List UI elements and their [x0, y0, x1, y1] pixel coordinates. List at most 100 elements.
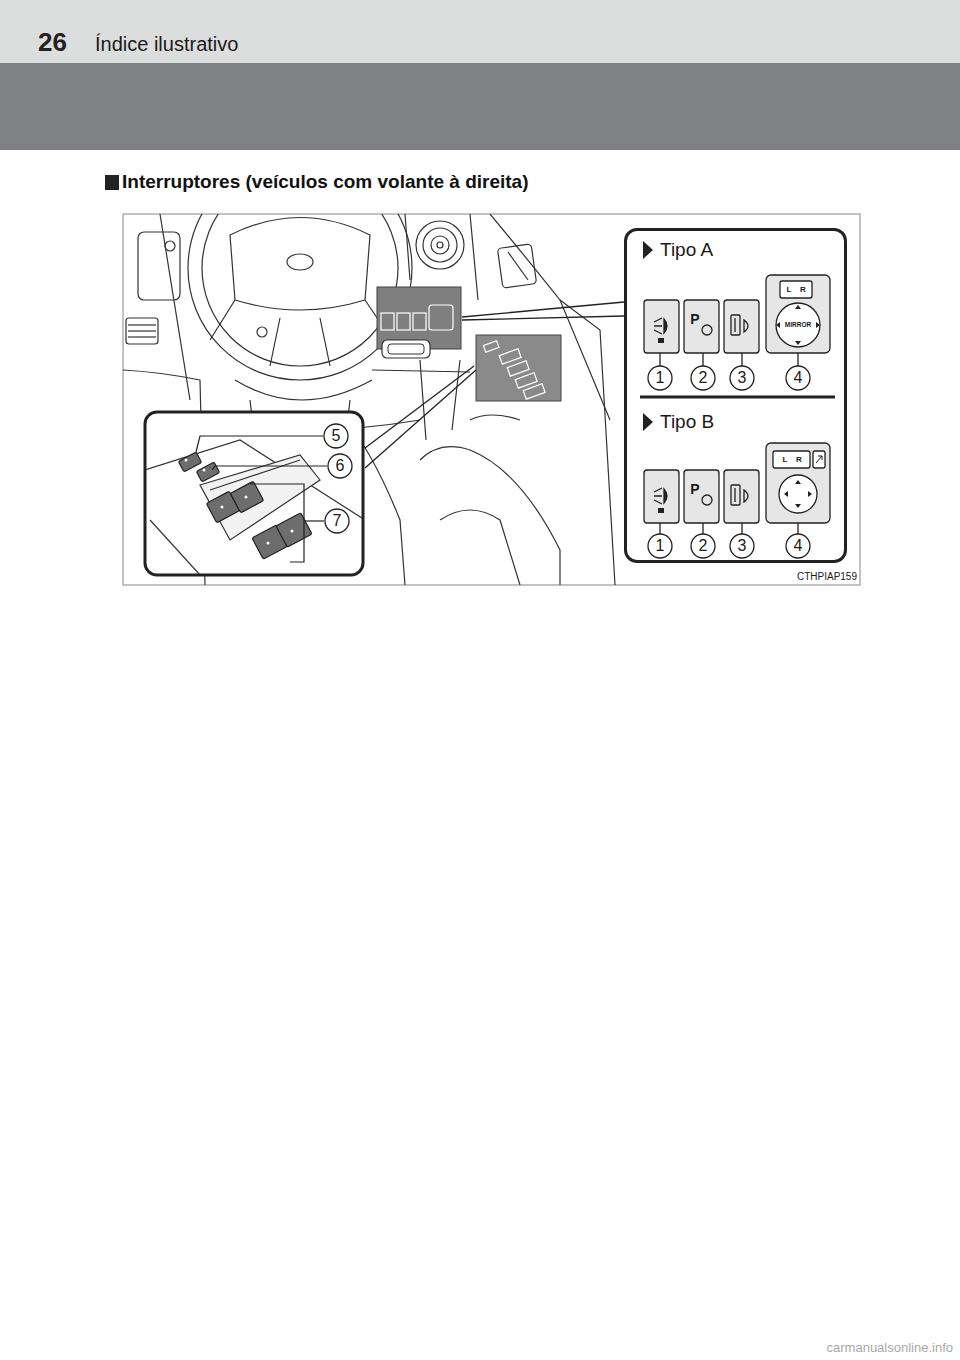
callout-circle: [730, 366, 754, 390]
mirror-label: MIRROR: [785, 322, 811, 329]
leader-line: [212, 466, 327, 470]
page-number: 26: [38, 29, 67, 55]
button-letter: P: [690, 482, 699, 496]
switch-buttons-b: [816, 456, 822, 463]
switch-buttons-a: [654, 318, 662, 334]
leader-line: [196, 436, 327, 562]
switch-buttons-a: [684, 300, 719, 353]
dashboard-drawing: [128, 324, 156, 325]
switch-buttons-b: [702, 495, 712, 505]
switch-buttons-b: [724, 470, 759, 523]
switch-cluster: [429, 305, 453, 330]
switch-buttons-a: [644, 300, 679, 353]
switch-buttons-b: [664, 489, 667, 503]
leader-line: [304, 520, 324, 521]
leader-line: [462, 316, 624, 320]
type-heading: Tipo B: [660, 412, 836, 433]
switch-buttons-a: [776, 305, 820, 345]
callout-number: 2: [699, 538, 708, 554]
switch-cluster: [381, 313, 394, 330]
window-switch-area: [515, 373, 537, 388]
dashboard-drawing: [420, 447, 560, 585]
callout-circle: [324, 353, 810, 558]
callout-circle: [328, 454, 352, 478]
callout-number: 1: [656, 538, 665, 554]
callout-number: 3: [738, 538, 747, 554]
switch-buttons-a: [731, 315, 740, 335]
callout-number: 5: [332, 428, 341, 444]
inset-outline: [145, 412, 363, 575]
callout-circle: [324, 424, 348, 448]
switch-buttons-b: [644, 470, 679, 523]
switch-buttons-b: [779, 475, 817, 513]
section-heading: Interruptores (veículos com volante à di…: [122, 172, 529, 193]
dashboard-drawing: [128, 336, 156, 337]
dashboard-drawing: [126, 318, 158, 344]
mirror-side-letter: R: [800, 286, 806, 294]
switch-buttons-a: [780, 281, 812, 298]
header-band: [0, 0, 960, 63]
switch-buttons-b: [734, 488, 735, 502]
callout-number: 3: [738, 370, 747, 386]
dashboard-drawing: [497, 244, 536, 288]
switch-buttons-b: [654, 488, 662, 504]
switch-buttons-b: [684, 470, 719, 523]
dashboard-drawing: [257, 327, 267, 337]
dashboard-drawing: [470, 415, 520, 420]
window-switch-panel: [267, 542, 270, 545]
dashboard-drawing: [437, 242, 443, 248]
window-switch-panel: [150, 520, 200, 575]
type-panel: Tipo ATipo B: [624, 228, 847, 563]
switch-buttons-b: [658, 508, 664, 513]
callout-circle: [797, 523, 798, 534]
callout-circle: [691, 534, 715, 558]
callout-circle: [730, 534, 754, 558]
switch-buttons-b: [744, 490, 748, 502]
callout-circle: [648, 366, 672, 390]
leader-line: [365, 370, 476, 468]
window-switch-area: [483, 341, 545, 399]
window-switch-panel: [178, 452, 201, 472]
dashboard-drawing: [138, 232, 180, 300]
window-switch-area: [499, 349, 521, 364]
window-switch-panel: [276, 513, 312, 547]
switch-buttons-a: [702, 325, 712, 335]
dashboard-drawing: [287, 254, 313, 270]
callout-circle: [702, 523, 703, 534]
switch-buttons-b: [784, 480, 812, 508]
dashboard-drawing: [560, 300, 615, 585]
dashboard-drawing: [431, 236, 449, 254]
callout-circle: [786, 366, 810, 390]
window-switch-panel: [221, 506, 224, 509]
heading-marker: [105, 175, 119, 190]
leader-line: [196, 436, 323, 452]
dashboard-drawing: [423, 228, 457, 262]
switch-buttons-b: [813, 451, 825, 468]
callout-number: 7: [333, 513, 342, 529]
switch-buttons-a: [734, 318, 735, 332]
dashboard-drawing: [210, 300, 392, 366]
window-switch-panel: [185, 459, 188, 462]
callout-number: 4: [794, 538, 803, 554]
switch-cluster: [397, 313, 410, 330]
window-switch-panel: [230, 481, 263, 513]
switch-cluster: [388, 344, 424, 354]
window-switch-panel: [291, 530, 294, 533]
dashboard-drawing: [360, 440, 405, 585]
switch-buttons-b: [731, 485, 740, 505]
header-band: [0, 63, 960, 150]
callout-circle: [648, 534, 672, 558]
inset-ground: [145, 412, 363, 575]
callout-circle: [786, 534, 810, 558]
switch-buttons-b: [644, 443, 830, 523]
window-switch-panel: [145, 440, 363, 575]
dashboard-drawing: [230, 218, 370, 311]
button-letter: P: [690, 312, 699, 326]
window-switch-area: [507, 361, 529, 376]
callout-circle: [659, 353, 660, 366]
window-switch-area: [476, 335, 561, 401]
callout-circle: [797, 353, 798, 366]
dashboard-drawing: [508, 252, 528, 280]
callout-number: 4: [794, 370, 803, 386]
switch-cluster: [413, 313, 426, 330]
